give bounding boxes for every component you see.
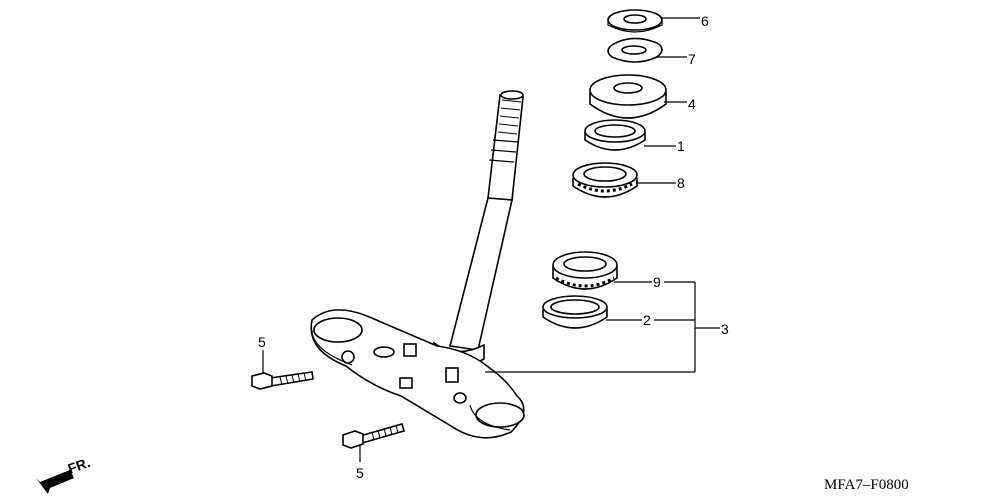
part-1-upper-race: [584, 119, 646, 151]
leader-lines: [262, 17, 720, 462]
front-direction-label: FR.: [66, 454, 93, 477]
callout-4: 4: [688, 96, 696, 112]
part-9-lower-bearing: [552, 251, 618, 290]
callout-7: 7: [688, 51, 696, 67]
callout-8: 8: [677, 175, 685, 191]
part-7-lock-washer: [607, 37, 663, 63]
callout-5-upper: 5: [258, 334, 266, 350]
callout-1: 1: [677, 138, 685, 154]
callout-9: 9: [653, 274, 661, 290]
part-2-dust-seal: [542, 295, 608, 329]
part-4-adjusting-nut: [589, 74, 667, 119]
bottom-bridge: [310, 309, 525, 439]
callout-6: 6: [701, 13, 709, 29]
part-5-bolt-upper: [251, 371, 314, 390]
steering-stem: [433, 90, 524, 367]
callout-5-lower: 5: [356, 465, 364, 481]
callout-3: 3: [721, 321, 729, 337]
part-8-upper-bearing: [572, 162, 638, 198]
diagram-code: MFA7–F0800: [824, 477, 909, 493]
part-5-bolt-lower: [342, 423, 405, 449]
part-6-lock-nut: [607, 9, 663, 33]
callout-2: 2: [643, 312, 651, 328]
front-direction-arrow-icon: [36, 470, 74, 494]
